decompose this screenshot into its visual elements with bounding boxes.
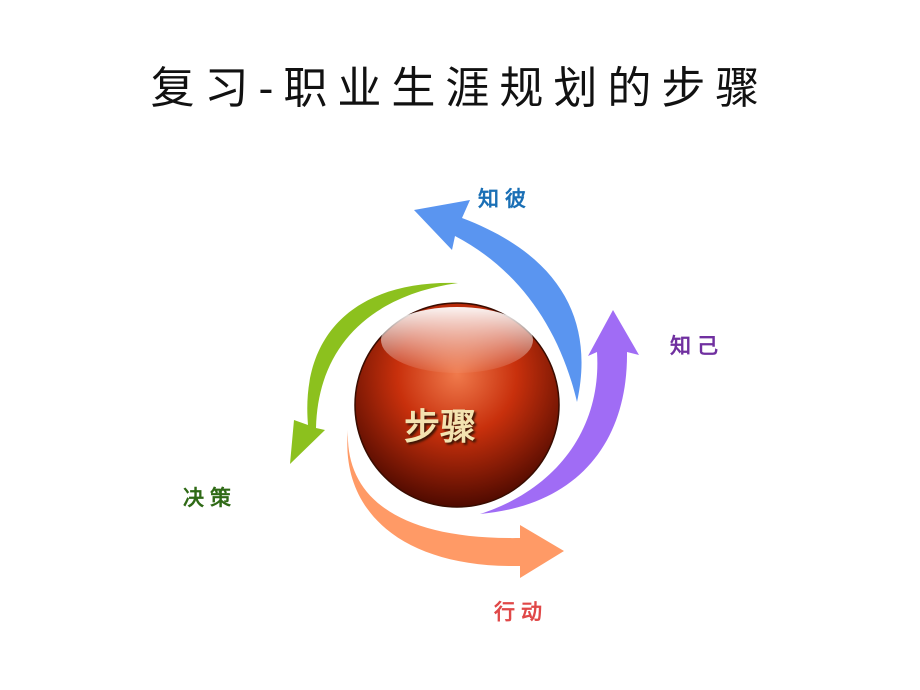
- arrow-action: [347, 430, 564, 578]
- center-label: 步骤: [403, 407, 476, 448]
- step-label-action: 行动: [494, 600, 548, 624]
- step-label-decision: 决策: [183, 486, 237, 510]
- step-label-know-self: 知己: [670, 334, 724, 358]
- arrow-know-others: [414, 200, 582, 402]
- step-label-know-others: 知彼: [478, 187, 532, 211]
- arrow-know-self: [480, 310, 639, 514]
- sphere-highlight: [381, 307, 533, 373]
- arrow-decision: [290, 282, 458, 464]
- slide-title: 复习-职业生涯规划的步骤: [150, 63, 770, 114]
